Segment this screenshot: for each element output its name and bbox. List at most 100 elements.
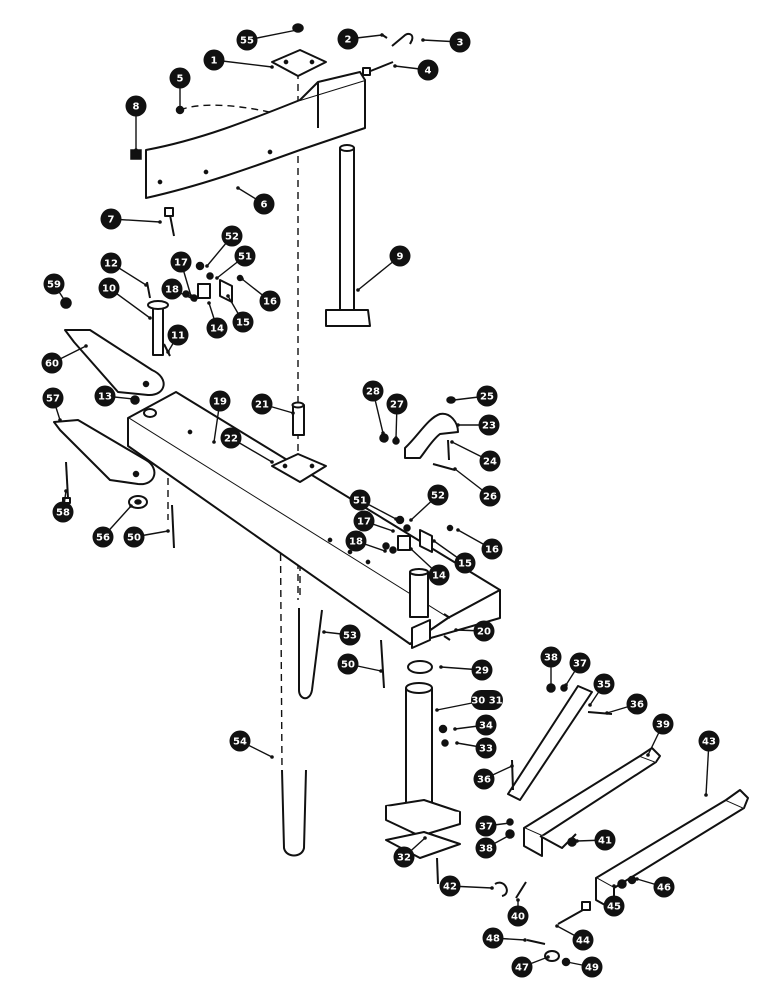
callout-number: 52 [431,491,445,502]
leader-arrow [178,106,182,110]
bolt-48 [526,939,546,945]
leader-arrow [423,836,427,840]
callout-c52b: 52 [409,484,449,522]
callout-number: 18 [165,285,179,296]
callout-c59: 59 [43,273,67,303]
callout-number: 40 [511,912,525,923]
callout-badge [475,714,497,736]
leader-arrow [409,518,413,522]
bracket-23 [404,412,459,459]
brace-35 [507,685,593,801]
callout-c41: 41 [575,829,616,851]
bolt-58 [62,461,71,504]
callout-number: 46 [657,883,671,894]
leader-arrow [605,711,609,715]
callout-badge [229,730,251,752]
callout-number: 27 [390,400,404,411]
leader-arrow [523,938,527,942]
callout-c38b: 38 [475,833,512,859]
leader-arrow [508,833,512,837]
callout-c15: 15 [226,294,254,333]
callout-badge [94,385,116,407]
leader-arrow [383,549,387,553]
callout-number: 30 31 [471,696,502,707]
leader-arrow [129,504,133,508]
plate-22 [271,453,327,483]
pin-21 [291,401,305,436]
callout-badge [572,929,594,951]
callout-c44: 44 [555,924,594,951]
callout-number: 49 [585,963,599,974]
callout-c4: 4 [393,59,439,81]
callout-number: 29 [475,666,489,677]
callout-badge [43,273,65,295]
callout-c27: 27 [386,393,408,440]
callout-badge [603,895,625,917]
leader-arrow [612,884,616,888]
callout-number: 26 [483,492,497,503]
callout-number: 38 [479,844,493,855]
callout-c33: 33 [455,737,497,759]
callout-number: 6 [261,200,268,211]
callout-c54: 54 [229,730,274,759]
leader-arrow [64,489,68,493]
plate-57 [53,419,156,486]
callout-badge [236,29,258,51]
leader-arrow [456,528,460,532]
callout-number: 20 [477,627,491,638]
callout-badge [234,245,256,267]
leader-arrow [564,683,568,687]
callout-badge [98,277,120,299]
callout-c9: 9 [356,245,411,292]
leader-arrow [394,517,398,521]
leader-arrow [635,877,639,881]
leader-arrow [270,460,274,464]
callout-number: 37 [573,659,587,670]
leader-arrow [421,38,425,42]
pin-10 [147,300,169,356]
leader-arrow [394,436,398,440]
callout-badge [594,829,616,851]
callout-number: 15 [458,559,472,570]
leader-arrow [193,298,197,302]
callout-badge [507,905,529,927]
callout-number: 43 [702,737,716,748]
callout-c50b: 50 [337,653,383,675]
callout-c15b: 15 [432,539,476,574]
leader-arrow [454,628,458,632]
callout-number: 25 [480,392,494,403]
callout-number: 50 [341,660,355,671]
callout-badge [471,659,493,681]
callout-number: 54 [233,737,247,748]
pin-40 [515,881,527,899]
callout-number: 10 [102,284,116,295]
leader-arrow [236,186,240,190]
callout-badge [393,846,415,868]
callout-badge [479,485,501,507]
callout-c49: 49 [565,956,603,978]
leader-arrow [455,741,459,745]
callout-c38: 38 [540,646,562,688]
callout-badge [209,390,231,412]
plate-60 [64,329,165,397]
callout-number: 52 [225,232,239,243]
callout-badge [478,414,500,436]
leader-arrow [226,294,230,298]
callout-badge [337,28,359,50]
nut-28 [379,433,389,443]
callout-badge [698,730,720,752]
callout-badge [454,552,476,574]
callout-number: 51 [238,252,252,263]
callout-number: 7 [108,215,115,226]
callout-badge [652,713,674,735]
callout-badge [653,876,675,898]
nut-34 [438,724,448,734]
plate-1 [271,49,327,77]
callout-c55: 55 [236,28,299,51]
callout-number: 53 [343,631,357,642]
callout-c14b: 14 [409,547,450,586]
clip-42 [494,881,508,897]
pins-20 [443,613,451,641]
callout-number: 8 [133,102,140,113]
